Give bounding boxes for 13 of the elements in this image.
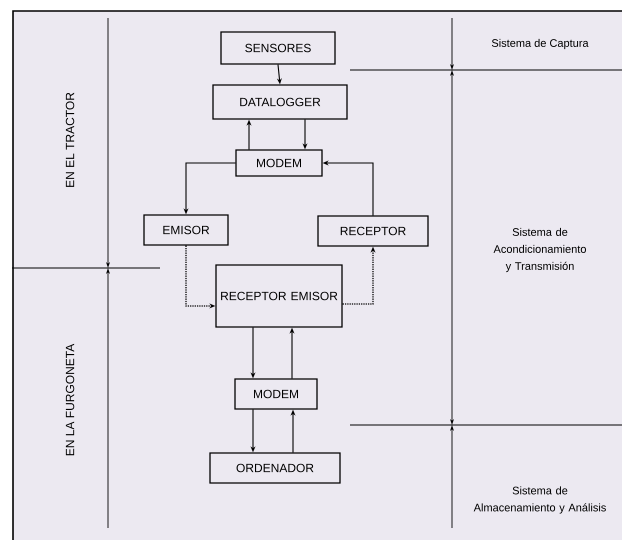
section-label: Sistema de Captura: [492, 38, 589, 50]
process-box: DATALOGGER: [212, 84, 348, 120]
process-box: SENSORES: [220, 31, 336, 65]
section-label: Sistema de Acondicionamiento y Transmisión: [494, 228, 586, 272]
process-box: EMISOR: [143, 214, 229, 246]
section-label: EN LA FURGONETA: [66, 344, 74, 456]
process-box: MODEM: [235, 149, 323, 177]
section-label: EN EL TRACTOR: [66, 92, 74, 187]
process-box: ORDENADOR: [209, 452, 341, 484]
process-box: MODEM: [234, 378, 318, 410]
process-box: RECEPTOR: [317, 215, 429, 247]
process-box: RECEPTOR EMISOR: [215, 264, 343, 328]
section-label: Sistema de Almacenamiento y Análisis: [474, 486, 606, 514]
